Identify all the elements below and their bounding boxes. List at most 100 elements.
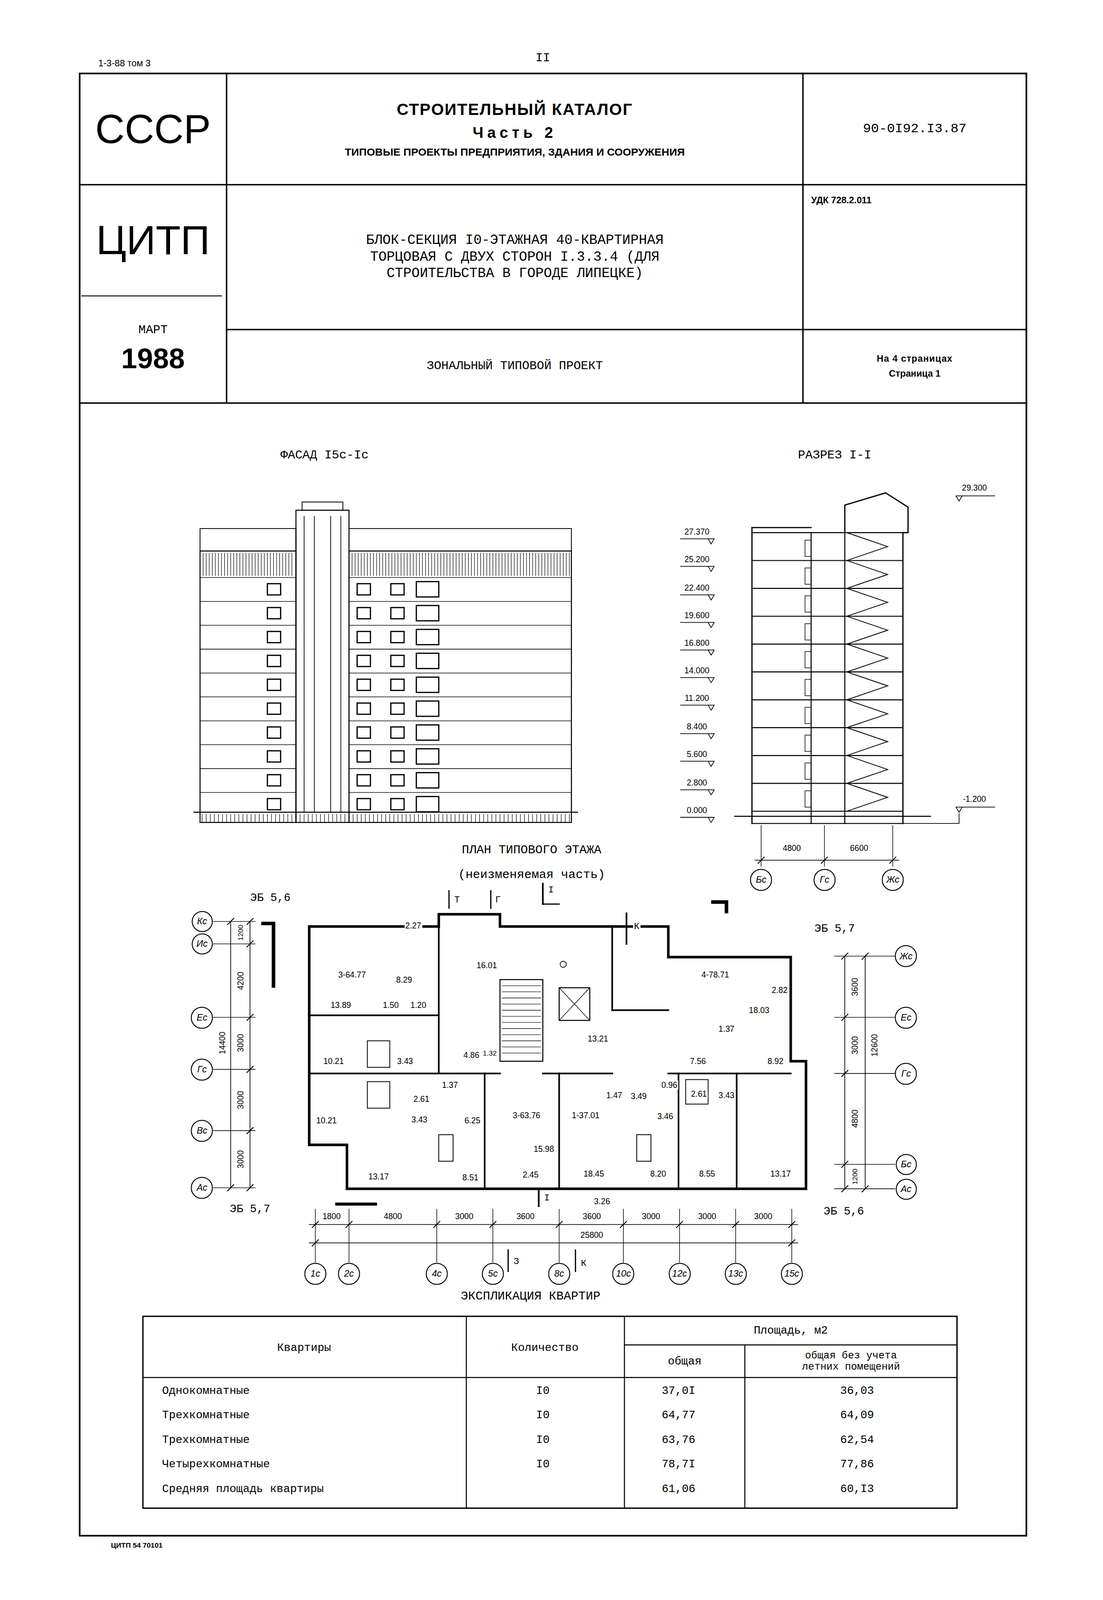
cut-mark: З	[512, 1255, 520, 1267]
extension-line	[213, 1016, 256, 1018]
top-band-hatch	[214, 553, 216, 576]
label-holder: 60,I3	[839, 1482, 876, 1496]
dimension: 4800	[850, 1108, 860, 1129]
axis-bubble: Бс	[895, 1153, 918, 1175]
label-holder: 12600	[869, 1032, 880, 1058]
top-band-hatch	[507, 553, 509, 576]
top-band-hatch	[464, 553, 466, 576]
top-band-hatch	[385, 553, 386, 576]
level-mark: 5.600	[685, 749, 709, 759]
top-band-hatch	[379, 553, 380, 576]
label-holder: 3000	[697, 1211, 718, 1221]
floor-slab	[752, 587, 904, 589]
dimension: 1200	[850, 1167, 860, 1186]
room-area: 13.21	[586, 1033, 610, 1044]
door-opening	[804, 790, 812, 807]
plinth-hatch	[499, 814, 501, 823]
top-band-hatch	[419, 553, 420, 576]
extension-line	[213, 943, 256, 944]
room-area: 18.45	[582, 1168, 605, 1179]
top-band-hatch	[218, 553, 219, 576]
plinth-hatch	[389, 814, 391, 823]
dimension: 3600	[515, 1211, 536, 1221]
floor-line	[199, 624, 296, 626]
label-holder: 64,09	[839, 1408, 876, 1423]
axis-bubble: Ас	[895, 1178, 918, 1200]
top-band-hatch	[422, 553, 423, 576]
facade-loggia	[416, 676, 439, 693]
room-area: 1.37	[441, 1080, 459, 1090]
level-mark: 25.200	[683, 554, 711, 564]
stair-step	[502, 1046, 541, 1047]
label-holder: 19.600	[683, 610, 711, 620]
floor-line	[348, 696, 572, 698]
top-band-hatch	[406, 553, 408, 576]
room-area: 16.01	[475, 960, 499, 970]
label-holder: 4800	[781, 843, 802, 853]
label-holder: К	[633, 921, 641, 933]
top-band-hatch	[391, 553, 392, 576]
cell-content: Бс	[895, 1153, 918, 1175]
dimension: 3000	[235, 1032, 246, 1054]
axis-label: 15с	[784, 1267, 800, 1280]
plinth-hatch	[287, 814, 288, 823]
cut-mark: Г	[494, 894, 502, 906]
plinth-hatch	[373, 814, 374, 823]
label-holder: 25.200	[683, 554, 711, 564]
axis-bubble: Гс	[894, 1062, 918, 1085]
label-holder: ЭКСПЛИКАЦИЯ КВАРТИР	[459, 1288, 602, 1303]
label-holder: 3600	[850, 976, 860, 997]
level-underline	[680, 649, 715, 651]
label-holder: Трехкомнатные	[161, 1433, 251, 1447]
label-holder: ЭБ 5,6	[822, 1204, 865, 1218]
inner-wall	[668, 1072, 791, 1074]
label-holder: Однокомнатные	[161, 1384, 251, 1398]
top-band-hatch	[355, 553, 356, 576]
room-area: 1-37.01	[570, 1110, 601, 1120]
top-band-hatch	[501, 553, 503, 576]
door-opening	[804, 540, 812, 557]
facade-window	[267, 726, 281, 739]
floor-line	[199, 576, 296, 578]
label-holder: 77,86	[839, 1457, 876, 1471]
level-marker	[708, 622, 715, 628]
level-mark: 2.800	[685, 777, 709, 788]
axis-label: Кс	[197, 915, 207, 927]
plinth-hatch	[213, 814, 215, 823]
table-cell: Трехкомнатные	[161, 1433, 251, 1447]
top-band-hatch	[541, 553, 542, 576]
axis-bubble: 1с	[304, 1262, 327, 1285]
label-holder: 3.43	[410, 1114, 429, 1125]
axis-label: Бс	[755, 874, 767, 886]
level-underline	[680, 704, 715, 706]
floor-line	[199, 648, 296, 650]
plinth-hatch	[544, 814, 546, 823]
dimension: 3000	[850, 1034, 860, 1055]
top-band-hatch	[511, 553, 512, 576]
dimension: 6600	[849, 843, 870, 853]
level-underline	[680, 565, 715, 567]
axis-label: Гс	[901, 1067, 911, 1080]
room-area: 2.82	[770, 985, 789, 995]
label-holder: 0.000	[685, 805, 709, 815]
top-band-hatch	[455, 553, 457, 576]
label-holder: 27.370	[683, 526, 711, 537]
axis-label: 1с	[310, 1267, 321, 1280]
block-mark-label: ЭБ 5,6	[249, 891, 292, 905]
level-marker	[708, 733, 715, 739]
axis-circle	[725, 1262, 747, 1284]
apartment-table	[142, 1316, 958, 1509]
plinth-hatch	[512, 814, 513, 823]
dimension-line	[754, 859, 899, 861]
stair-step	[502, 1021, 541, 1023]
kitchen-fixture	[636, 1134, 652, 1161]
top-band-hatch	[523, 553, 524, 576]
extension-line	[213, 1130, 256, 1131]
floor-line	[199, 720, 296, 721]
room-area: 2.61	[412, 1094, 431, 1104]
plinth-hatch	[552, 814, 554, 823]
label-holder: 1-3-88 том 3	[97, 57, 152, 69]
facade-window	[357, 607, 371, 619]
floor-slab	[752, 559, 904, 561]
facade-loggia	[416, 700, 439, 717]
